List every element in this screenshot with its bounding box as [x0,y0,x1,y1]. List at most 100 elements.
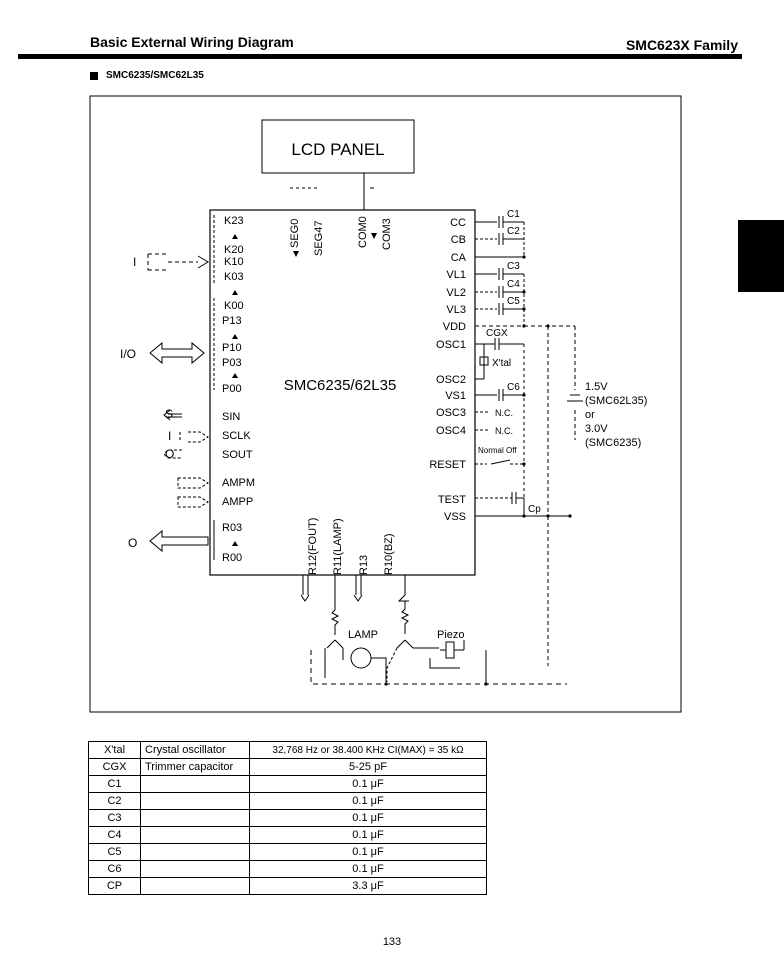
pin-osc3: OSC3 [436,407,466,419]
pin-osc2: OSC2 [436,374,466,386]
pin-r11: R11(LAMP) [332,518,344,575]
table-cell [140,843,250,861]
table-cell: 0.1 μF [249,792,487,810]
pin-p00: P00 [222,383,242,395]
table-cell [140,860,250,878]
table-cell: C6 [88,860,141,878]
pin-ampm: AMPM [222,477,255,489]
table-row: C2 0.1 μF [88,792,487,810]
pin-k20: K20 [224,244,244,256]
cap-c4: C4 [507,279,520,290]
pin-osc1: OSC1 [436,339,466,351]
seg-end-label: SEG47 [313,221,325,256]
lamp-label: LAMP [348,629,378,641]
table-row: C1 0.1 μF [88,775,487,793]
chip-body [209,209,476,576]
io-label-io: I/O [120,347,136,361]
com-end-label: COM3 [381,218,393,250]
component-table: X'tal Crystal oscillator 32,768 Hz or 38… [88,741,487,895]
pin-vl1: VL1 [446,269,466,281]
pin-vl3: VL3 [446,304,466,316]
table-cell: 32,768 Hz or 38.400 KHz CI(MAX) = 35 kΩ [249,741,487,759]
supply-note-3: or [585,409,595,421]
io-label-input: I [133,255,136,269]
table-cell: 0.1 μF [249,775,487,793]
pin-test: TEST [438,494,466,506]
cap-cgx: CGX [486,328,508,339]
io-label-output: O [128,536,137,550]
piezo-label: Piezo [437,629,465,641]
pin-r03: R03 [222,522,242,534]
table-cell: Crystal oscillator [140,741,250,759]
section-bullet-icon [90,72,98,80]
table-cell: 0.1 μF [249,860,487,878]
table-cell [140,826,250,844]
seg-start-label: SEG0 [289,219,301,248]
edge-tab [738,220,784,292]
cap-c1: C1 [507,209,520,220]
table-cell [140,877,250,895]
cap-c3: C3 [507,261,520,272]
pin-sclk: SCLK [222,430,251,442]
table-cell [140,775,250,793]
header-family: SMC623X Family [625,37,738,53]
table-cell: 0.1 μF [249,843,487,861]
pin-vl2: VL2 [446,287,466,299]
table-cell: 0.1 μF [249,809,487,827]
table-cell: C4 [88,826,141,844]
pin-k00: K00 [224,300,244,312]
pin-r00: R00 [222,552,242,564]
supply-note-5: (SMC6235) [585,437,641,449]
diagram-frame [89,95,682,713]
cap-c5: C5 [507,296,520,307]
page-number: 133 [382,936,402,948]
nc-osc4: N.C. [495,426,513,436]
chip-name: SMC6235/62L35 [284,377,397,394]
pin-vdd: VDD [443,321,466,333]
pin-r10: R10(BZ) [383,533,395,575]
pin-r12: R12(FOUT) [307,518,319,575]
pin-sin: SIN [222,411,240,423]
com-start-label: COM0 [357,216,369,248]
pin-cb: CB [451,234,466,246]
table-cell [140,809,250,827]
pin-sout: SOUT [222,449,253,461]
header-title: Basic External Wiring Diagram [90,34,294,50]
io-label-sclk: I [168,429,171,443]
table-cell: X'tal [88,741,141,759]
lcd-panel-box [261,119,415,174]
header-rule [18,54,742,59]
table-cell: CGX [88,758,141,776]
table-cell: Trimmer capacitor [140,758,250,776]
table-row: X'tal Crystal oscillator 32,768 Hz or 38… [88,741,487,759]
pin-k03: K03 [224,271,244,283]
table-row: C4 0.1 μF [88,826,487,844]
table-cell: CP [88,877,141,895]
table-cell: C3 [88,809,141,827]
table-cell: 5-25 pF [249,758,487,776]
pin-p13: P13 [222,315,242,327]
table-row: C6 0.1 μF [88,860,487,878]
pin-vs1: VS1 [445,390,466,402]
pin-r13: R13 [358,555,370,575]
section-title: SMC6235/SMC62L35 [106,70,204,81]
supply-note-4: 3.0V [585,423,608,435]
xtal-label: X'tal [492,358,511,369]
supply-note-1: 1.5V [585,381,608,393]
table-row: CP 3.3 μF [88,877,487,895]
lcd-panel-label: LCD PANEL [291,140,384,159]
table-row: C5 0.1 μF [88,843,487,861]
table-cell: 3.3 μF [249,877,487,895]
pin-cc: CC [450,217,466,229]
pin-vss: VSS [444,511,466,523]
table-cell: C1 [88,775,141,793]
pin-ca: CA [451,252,467,264]
pin-p10: P10 [222,342,242,354]
cap-c2: C2 [507,226,520,237]
normal-off-label: Normal Off [478,446,517,455]
table-cell: C2 [88,792,141,810]
cap-c6: C6 [507,382,520,393]
table-cell: C5 [88,843,141,861]
io-label-serial: S [165,407,173,421]
